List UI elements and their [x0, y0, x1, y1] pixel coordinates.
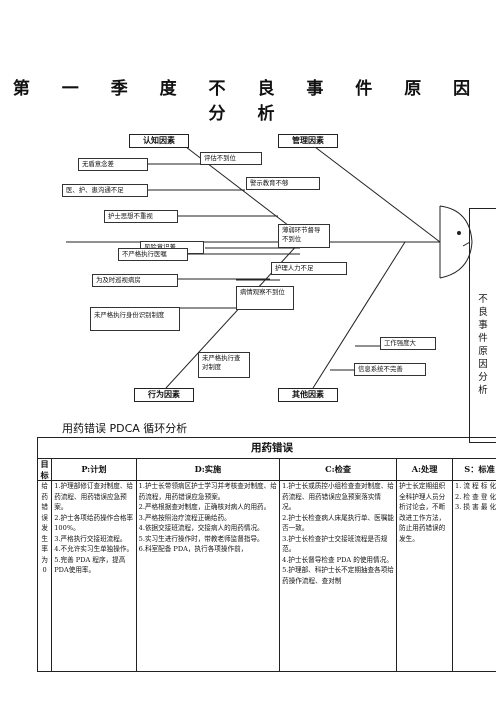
header-standard: S：标准 [452, 458, 496, 481]
head-char: 原 [478, 346, 488, 357]
standard-item: 2. 检 查 登 化。 [455, 492, 496, 501]
check-cell: 1.护士长或质控小组检查查对制度、给药流程、用药错误应急预案落实情况。 2.护士… [279, 480, 398, 672]
do-item: 1.护士长带领病区护士学习并考核查对制度、给药流程，用药错误应急预案。 [138, 482, 277, 501]
category-behavior: 行为因素 [134, 388, 194, 402]
plan-item: 4.不允许实习生单独操作。 [54, 545, 134, 553]
goal-char: 为 [41, 555, 48, 564]
standard-cell: 1. 流 程 标 化。 2. 检 查 登 化。 3. 损 害 最 化。 [452, 480, 496, 672]
cause-workload: 工作强度大 [380, 337, 436, 350]
cause-info-system: 信息系统不完善 [354, 363, 426, 376]
head-char: 因 [478, 359, 488, 370]
cause-no-concept: 无盾意念差 [78, 158, 148, 171]
check-item: 2.护士长检查病人床尾执行单、医嘱能否一致。 [282, 513, 394, 533]
head-char: 不 [478, 294, 488, 305]
standard-item: 3. 损 害 最 化。 [455, 503, 496, 511]
goal-char: 给 [41, 482, 48, 490]
goal-cell: 给 药 错 误 发 生 率 为 0 [36, 480, 53, 672]
cause-not-strict-order: 不严格执行医嘱 [118, 248, 188, 261]
check-item: 4.护士长督导检查 PDA 的使用情况。 [282, 555, 393, 564]
goal-char: 药 [41, 492, 48, 501]
act-cell: 护士长定期组织全科护理人员分析讨论会，不断改进工作方法，防止用药错误的发生。 [396, 480, 454, 672]
check-item: 5.护理部、科护士长不定期抽查各项给药操作流程、查对制 [282, 566, 394, 585]
cause-staff-short: 护理人力不足 [271, 262, 347, 275]
check-item: 1.护士长或质控小组检查查对制度、给药流程、用药错误应急预案落实情况。 [282, 482, 394, 511]
do-item: 6.科室配备 PDA，执行各项操作前， [138, 545, 248, 553]
header-check: C:检查 [279, 458, 398, 481]
category-cognition: 认知因素 [129, 134, 189, 148]
head-char: 件 [478, 333, 488, 344]
page-title: 第 一 季 度 不 良 事 件 原 因 分 析 [12, 79, 484, 124]
fishbone-diagram: 认知因素 管理因素 行为因素 其他因素 无盾意念差 医、护、患沟通不足 护士思想… [0, 120, 496, 443]
do-item: 3.严格按照治疗流程正确给药。 [138, 513, 231, 522]
category-management: 管理因素 [278, 134, 338, 148]
cause-check-system: 未严格执行查对制度 [198, 352, 250, 378]
header-goal: 目标 [36, 458, 53, 481]
cause-no-ward-round: 为及时巡视病房 [92, 274, 178, 287]
header-plan: P:计划 [51, 458, 137, 481]
cause-observe: 病情观察不到位 [236, 286, 294, 310]
standard-item: 1. 流 程 标 化。 [455, 482, 496, 490]
plan-item: 2.护士各项给药操作合格率 100%。 [54, 513, 134, 533]
cause-warning: 警示教育不够 [246, 177, 320, 190]
do-item: 4.依据交接班流程，交接病人的用药情况。 [138, 524, 264, 532]
pdca-table: 用药错误 目标 P:计划 D:实施 C:检查 A:处理 S：标准 给 药 错 误… [36, 437, 496, 672]
cause-weak-link: 薄弱环节督导不到位 [278, 224, 330, 248]
goal-char: 0 [42, 566, 47, 574]
head-char: 良 [478, 307, 488, 318]
do-item: 5.实习生进行操作时，带教老师监督指导。 [138, 534, 264, 543]
goal-char: 误 [41, 513, 48, 522]
category-other: 其他因素 [278, 388, 338, 402]
do-cell: 1.护士长带领病区护士学习并考核查对制度、给药流程，用药错误应急预案。 2.严格… [135, 480, 281, 672]
goal-char: 发 [41, 524, 48, 532]
plan-item: 3.严格执行交接班流程。 [54, 534, 127, 543]
header-act: A:处理 [396, 458, 454, 481]
cause-eval-late: 评估不到位 [200, 152, 262, 165]
cause-identity: 未严格执行身份识别制度 [90, 307, 180, 331]
goal-char: 生 [41, 534, 48, 543]
check-item: 3.护士长检查护士交接班流程是否规范。 [282, 534, 388, 554]
head-char: 分 [478, 372, 488, 383]
cause-communication: 医、护、患沟通不足 [62, 184, 148, 197]
do-item: 2.严格根据查对制度，正确核对病人的用药。 [138, 503, 271, 511]
goal-char: 错 [41, 503, 48, 511]
head-char: 事 [478, 320, 488, 331]
table-title: 用药错误 [37, 437, 496, 459]
plan-cell: 1.护理部修订查对制度、给药流程、用药错误应急预案。 2.护士各项给药操作合格率… [51, 480, 137, 672]
plan-item: 5.完善 PDA 程序，提高PDA使用率。 [54, 555, 126, 575]
goal-char: 率 [41, 545, 48, 553]
section-title: 用药错误 PDCA 循环分析 [62, 422, 188, 435]
head-char: 析 [478, 385, 488, 396]
header-do: D:实施 [135, 458, 281, 481]
fish-head-label: 不 良 事 件 原 因 分 析 [469, 208, 496, 443]
cause-awareness: 护士思想不重视 [104, 210, 178, 223]
plan-item: 1.护理部修订查对制度、给药流程、用药错误应急预案。 [54, 482, 134, 511]
